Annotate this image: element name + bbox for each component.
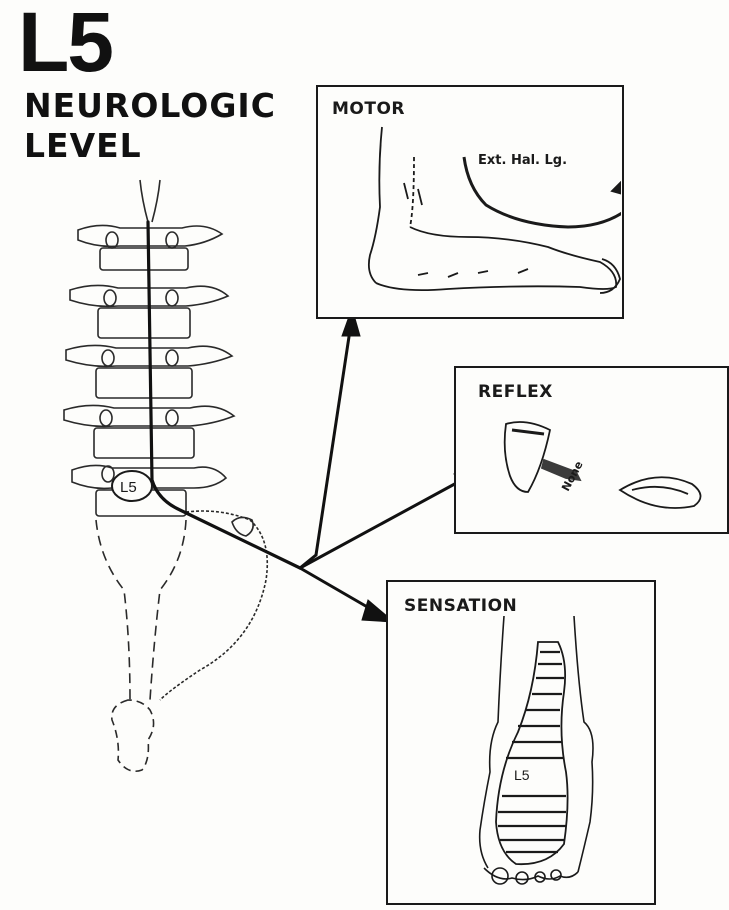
sensation-panel: SENSATION L5	[386, 580, 656, 905]
motor-panel: MOTOR Ext. Hal. Lg.	[316, 85, 624, 319]
foot-dermatome-illustration: L5	[388, 582, 653, 902]
foot-extension-illustration	[318, 87, 621, 316]
reflex-panel: REFLEX None	[454, 366, 729, 534]
reflex-hammer-illustration: None	[456, 368, 726, 531]
dermatome-label: L5	[514, 767, 530, 783]
arrow-to-sensation	[300, 568, 376, 612]
spine-label: L5	[120, 479, 137, 496]
vertebra-l4	[64, 405, 234, 458]
arrow-to-motor	[316, 330, 350, 555]
